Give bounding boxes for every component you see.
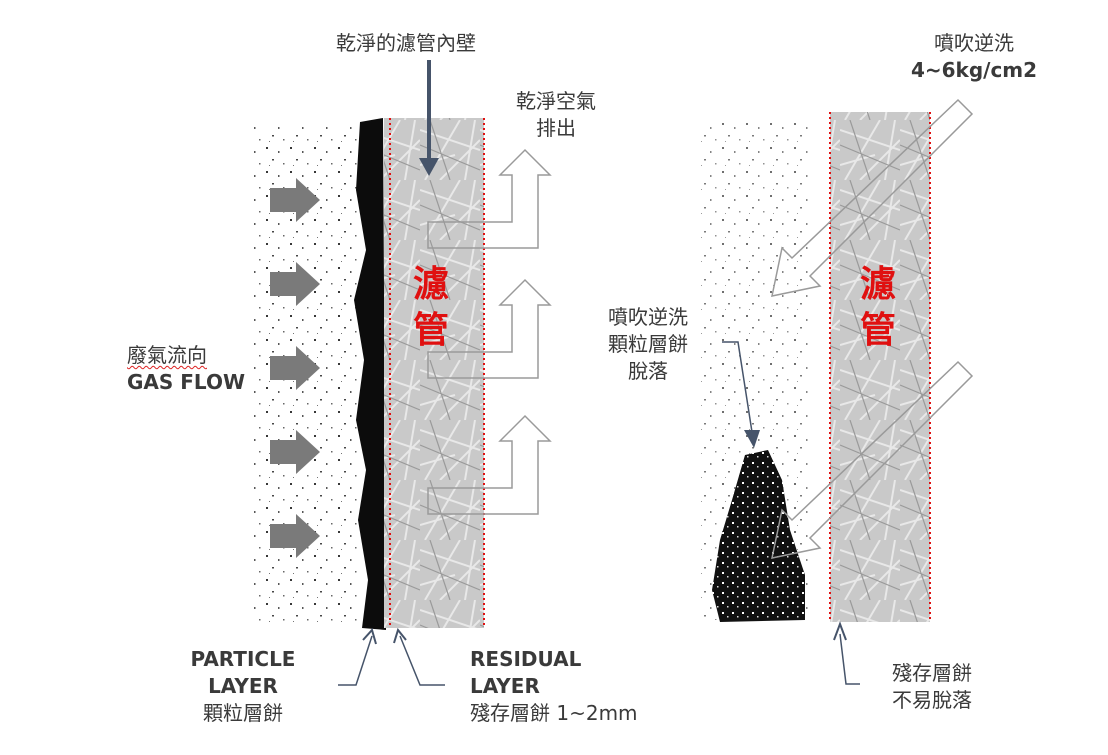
backwash-arrows <box>771 98 974 559</box>
flow-arrow <box>270 514 320 558</box>
backwash-line-2: 4~6kg/cm2 <box>910 58 1038 82</box>
residual-pointer <box>393 627 445 686</box>
right-filter-char-1: 濾 <box>860 264 897 305</box>
particle-line-1: PARTICLE <box>190 647 296 671</box>
left-filter-char-1: 濾 <box>413 264 450 305</box>
falling-cake <box>712 450 805 622</box>
left-filter-body <box>384 118 484 628</box>
particle-line-2: LAYER <box>208 674 278 698</box>
residual-line-3: 殘存層餅 1~2mm <box>470 701 638 725</box>
falloff-label: 噴吹逆洗 顆粒層餅 脫落 <box>588 304 708 385</box>
gas-flow-label: 廢氣流向 GAS FLOW <box>127 342 245 396</box>
falloff-line-2: 顆粒層餅 <box>608 332 688 356</box>
left-filter-char-2: 管 <box>413 310 450 351</box>
right-filter <box>700 112 931 622</box>
backwash-arrow <box>771 98 974 297</box>
residual-right-line-2: 不易脫落 <box>892 688 972 712</box>
outlet-arrow <box>427 278 552 379</box>
residual-line-2: LAYER <box>470 674 540 698</box>
gas-flow-en: GAS FLOW <box>127 370 246 394</box>
flow-arrow <box>270 178 320 222</box>
backwash-arrow <box>771 360 974 559</box>
outlet-arrow <box>427 414 552 515</box>
flow-arrow <box>270 262 320 306</box>
clean-wall-pointer <box>419 60 439 176</box>
flow-arrow <box>270 430 320 474</box>
backwash-label: 噴吹逆洗 4~6kg/cm2 <box>894 30 1054 84</box>
flow-arrow <box>270 346 320 390</box>
falloff-line-3: 脫落 <box>628 359 668 383</box>
particle-layer <box>354 118 386 630</box>
backwash-line-1: 噴吹逆洗 <box>934 31 1014 55</box>
clean-air-line-1: 乾淨空氣 <box>516 89 596 113</box>
residual-right-line-1: 殘存層餅 <box>892 661 972 685</box>
residual-layer-label: RESIDUAL LAYER 殘存層餅 1~2mm <box>470 646 638 727</box>
residual-right-pointer <box>833 621 860 685</box>
falloff-pointer <box>722 341 760 448</box>
particle-pointer <box>338 627 377 686</box>
residual-right-label: 殘存層餅 不易脫落 <box>872 660 992 714</box>
left-filter-label: 濾 管 <box>413 262 449 354</box>
right-filter-label: 濾 管 <box>860 262 896 354</box>
right-filter-body <box>830 112 930 622</box>
gas-flow-arrows <box>270 178 320 558</box>
clean-air-label: 乾淨空氣 排出 <box>506 88 606 142</box>
falloff-line-1: 噴吹逆洗 <box>608 305 688 329</box>
clean-wall-label: 乾淨的濾管內壁 <box>336 31 476 55</box>
outlet-arrow <box>427 148 552 249</box>
particle-layer-label: PARTICLE LAYER 顆粒層餅 <box>168 646 318 727</box>
particle-line-3: 顆粒層餅 <box>203 701 283 725</box>
gas-flow-cn: 廢氣流向 <box>127 343 207 367</box>
right-filter-char-2: 管 <box>860 310 897 351</box>
clean-air-arrows <box>427 148 552 515</box>
residual-line-1: RESIDUAL <box>470 647 582 671</box>
clean-air-line-2: 排出 <box>536 116 576 140</box>
